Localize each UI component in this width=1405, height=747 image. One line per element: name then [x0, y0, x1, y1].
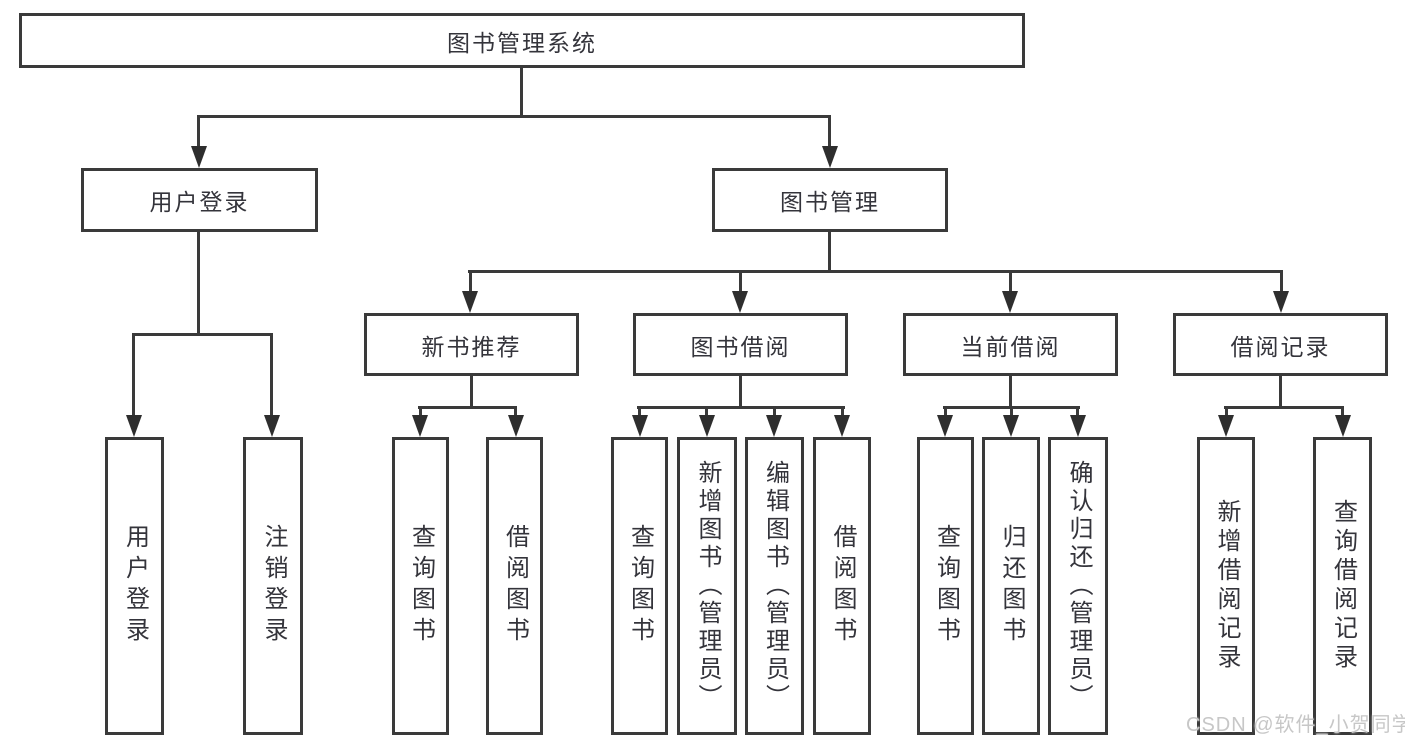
arrow-down-head: [1069, 415, 1086, 437]
connector-line: [197, 231, 200, 336]
connector-line: [638, 406, 641, 417]
arrow-down-head: [937, 415, 953, 437]
arrow-down-head: [190, 146, 207, 168]
arrow-down-head: [462, 291, 478, 313]
node-user-login: 用户登录: [81, 168, 318, 232]
node-current-borrow: 当前借阅: [903, 313, 1118, 376]
leaf-logout-login: 注销登录: [243, 437, 303, 735]
connector-line: [197, 115, 200, 148]
connector-line: [827, 232, 831, 273]
node-borrow-records: 借阅记录: [1173, 313, 1388, 376]
arrow-down-head: [1334, 415, 1351, 437]
connector-line: [270, 333, 273, 417]
csdn-watermark: CSDN @软件_小贺同学: [1186, 714, 1405, 736]
node-label: 编辑图书（管理员）: [761, 460, 789, 712]
connector-line: [840, 406, 844, 417]
arrow-down-head: [1218, 415, 1234, 437]
connector-line: [1278, 376, 1282, 409]
arrow-down-head: [125, 415, 142, 437]
connector-line: [1279, 270, 1283, 293]
connector-line: [828, 115, 831, 148]
connector-line: [738, 376, 742, 409]
connector-line: [1224, 406, 1344, 409]
node-label: 图书借阅: [690, 333, 791, 360]
leaf-confirm-return-admin: 确认归还（管理员）: [1048, 437, 1108, 735]
connector-line: [468, 270, 472, 293]
connector-line: [705, 406, 708, 417]
node-label: 新增借阅记录: [1213, 499, 1240, 673]
connector-line: [943, 406, 947, 417]
leaf-user-login: 用户登录: [105, 437, 164, 735]
leaf-return-books: 归还图书: [982, 437, 1040, 735]
node-label: 归还图书: [998, 524, 1025, 648]
node-label: 查询图书: [407, 524, 435, 648]
connector-line: [1009, 406, 1013, 417]
arrow-down-head: [766, 415, 782, 437]
node-new-book-recommend: 新书推荐: [364, 313, 579, 376]
leaf-borrow-books-under-book-borrow: 借阅图书: [813, 437, 871, 735]
connector-line: [1008, 376, 1012, 409]
leaf-query-books-under-book-borrow: 查询图书: [611, 437, 668, 735]
arrow-down-head: [263, 415, 280, 437]
leaf-edit-books-admin: 编辑图书（管理员）: [745, 437, 804, 735]
node-label: 查询图书: [932, 524, 960, 648]
node-label: 确认归还（管理员）: [1065, 460, 1092, 712]
leaf-borrow-books-under-new-book-recommend: 借阅图书: [486, 437, 543, 735]
connector-line: [519, 68, 523, 118]
connector-line: [418, 406, 517, 409]
node-label: 用户登录: [121, 524, 149, 648]
connector-line: [132, 333, 135, 417]
arrow-down-head: [1273, 291, 1289, 313]
connector-line: [468, 270, 1282, 273]
arrow-down-head: [412, 415, 428, 437]
node-label: 图书管理系统: [447, 29, 597, 56]
leaf-query-books-under-current-borrow: 查询图书: [917, 437, 974, 735]
arrow-down-head: [732, 291, 748, 313]
arrow-down-head: [834, 415, 850, 437]
connector-line: [772, 406, 776, 417]
node-label: 借阅图书: [501, 524, 529, 648]
connector-line: [514, 406, 517, 417]
node-book-management: 图书管理: [712, 168, 948, 232]
node-label: 用户登录: [149, 189, 250, 215]
node-book-borrow: 图书借阅: [633, 313, 848, 376]
connector-line: [197, 115, 831, 118]
node-label: 查询借阅记录: [1329, 499, 1357, 673]
connector-line: [1341, 406, 1344, 417]
leaf-add-borrow-record: 新增借阅记录: [1197, 437, 1255, 735]
node-root-library-management-system: 图书管理系统: [19, 13, 1025, 68]
connector-line: [418, 406, 422, 417]
connector-line: [1076, 406, 1079, 417]
arrow-down-head: [1002, 291, 1018, 313]
arrow-down-head: [1003, 415, 1019, 437]
node-label: 注销登录: [260, 524, 287, 648]
arrow-down-head: [698, 415, 715, 437]
node-label: 新增图书（管理员）: [694, 460, 721, 712]
arrow-down-head: [821, 146, 838, 168]
arrow-down-head: [507, 415, 524, 437]
leaf-query-books-under-new-book-recommend: 查询图书: [392, 437, 449, 735]
node-label: 新书推荐: [421, 333, 522, 360]
arrow-down-head: [631, 415, 648, 437]
connector-line: [132, 333, 273, 336]
node-label: 图书管理: [780, 189, 880, 215]
leaf-add-books-admin: 新增图书（管理员）: [677, 437, 737, 735]
node-label: 借阅图书: [829, 524, 856, 648]
connector-line: [738, 270, 742, 293]
leaf-query-borrow-record: 查询借阅记录: [1313, 437, 1372, 735]
node-label: 查询图书: [626, 524, 654, 648]
connector-line: [1008, 270, 1012, 293]
node-label: 借阅记录: [1230, 333, 1331, 360]
node-label: 当前借阅: [960, 333, 1061, 360]
connector-line: [1224, 406, 1228, 417]
connector-line: [469, 376, 473, 409]
